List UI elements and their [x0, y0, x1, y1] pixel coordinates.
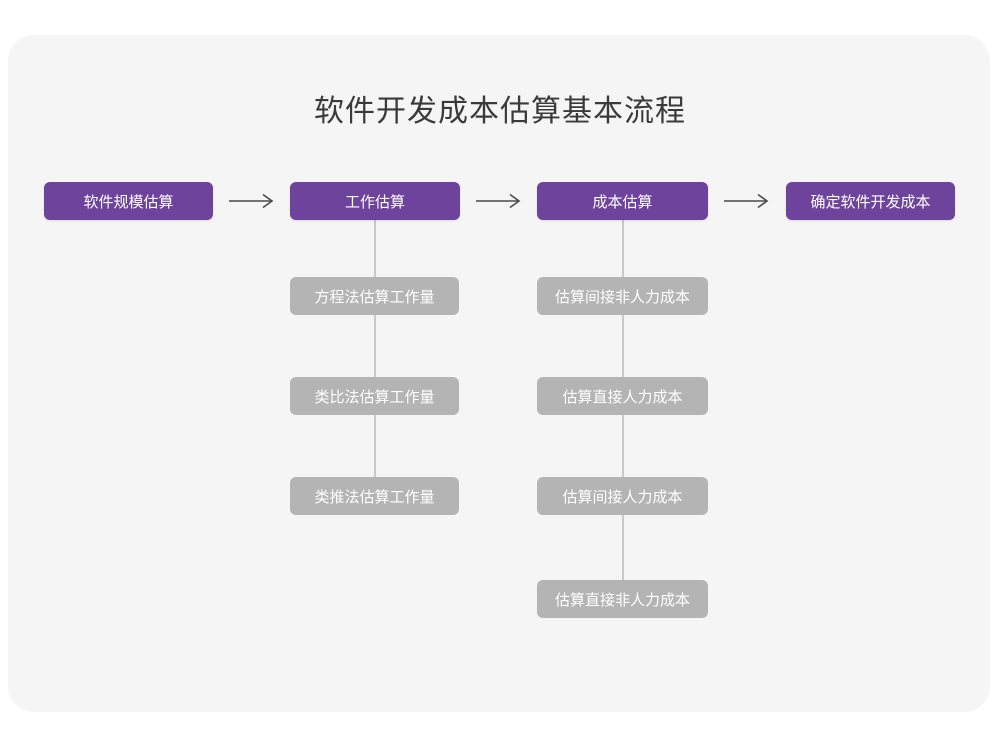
substep-box-3-3[interactable]: 估算间接人力成本 [537, 477, 708, 515]
stage-box-3[interactable]: 成本估算 [537, 182, 708, 220]
stage-box-3-label: 成本估算 [592, 193, 653, 211]
stage-box-4[interactable]: 确定软件开发成本 [786, 182, 955, 220]
stage-box-2-label: 工作估算 [344, 193, 405, 211]
stage-box-4-label: 确定软件开发成本 [810, 193, 931, 211]
diagram-card [8, 35, 990, 712]
long-right-arrow-icon [474, 193, 526, 209]
substep-box-2-3[interactable]: 类推法估算工作量 [290, 477, 459, 515]
stage-box-1-label: 软件规模估算 [83, 193, 174, 211]
flow-arrow-1 [223, 182, 283, 220]
substep-box-2-1[interactable]: 方程法估算工作量 [290, 277, 459, 315]
substep-box-3-4-label: 估算直接非人力成本 [554, 591, 690, 609]
substep-box-2-3-label: 类推法估算工作量 [314, 488, 435, 506]
stage-box-2[interactable]: 工作估算 [290, 182, 460, 220]
long-right-arrow-icon [227, 193, 279, 209]
substep-box-2-2-label: 类比法估算工作量 [314, 388, 435, 406]
flow-arrow-3 [718, 182, 778, 220]
substep-box-3-1[interactable]: 估算间接非人力成本 [537, 277, 708, 315]
flow-arrow-2 [470, 182, 530, 220]
substep-box-3-2-label: 估算直接人力成本 [562, 388, 683, 406]
connector-line-stage-2 [374, 220, 376, 497]
page-title: 软件开发成本估算基本流程 [314, 95, 686, 128]
substep-box-3-3-label: 估算间接人力成本 [562, 488, 683, 506]
stage-box-1[interactable]: 软件规模估算 [44, 182, 213, 220]
substep-box-2-2[interactable]: 类比法估算工作量 [290, 377, 459, 415]
substep-box-3-4[interactable]: 估算直接非人力成本 [537, 580, 708, 618]
substep-box-2-1-label: 方程法估算工作量 [314, 288, 435, 306]
substep-box-3-2[interactable]: 估算直接人力成本 [537, 377, 708, 415]
substep-box-3-1-label: 估算间接非人力成本 [554, 288, 690, 306]
long-right-arrow-icon [722, 193, 774, 209]
